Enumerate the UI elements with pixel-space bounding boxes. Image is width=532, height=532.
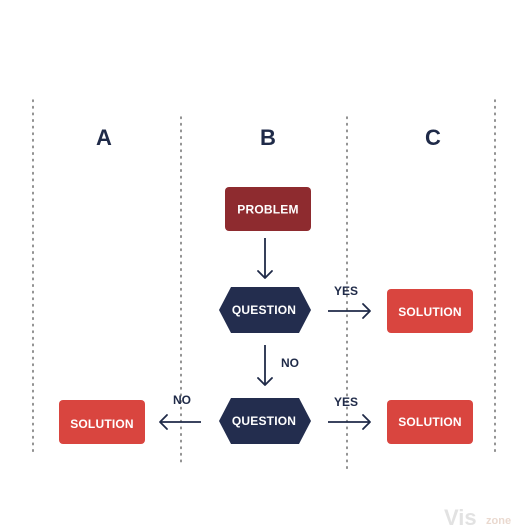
watermark-suffix: zone — [486, 515, 511, 527]
problem-node: PROBLEM — [225, 187, 311, 231]
edge-label-q2-no: NO — [173, 393, 191, 407]
question-1-label: QUESTION — [232, 303, 296, 317]
lane-title-c: C — [425, 125, 441, 150]
arrow-question-2-to-solution-a — [159, 414, 201, 430]
edge-label-q2-yes: YES — [334, 395, 358, 409]
edge-label-q1-yes: YES — [334, 284, 358, 298]
question-node-2: QUESTION — [219, 398, 311, 444]
solution-node-a: SOLUTION — [59, 400, 145, 444]
arrow-question-1-to-question-2 — [257, 345, 273, 386]
watermark-brand: Vis — [444, 505, 477, 530]
arrow-problem-to-question-1 — [257, 238, 273, 279]
solution-node-c2: SOLUTION — [387, 400, 473, 444]
problem-box — [225, 187, 311, 231]
solution-node-c1: SOLUTION — [387, 289, 473, 333]
viszone-watermark: Vis zone — [444, 505, 511, 530]
edge-label-q1-no: NO — [281, 356, 299, 370]
question-2-diamond — [219, 398, 311, 444]
question-node-1: QUESTION — [219, 287, 311, 333]
solution-c2-box — [387, 400, 473, 444]
question-2-label: QUESTION — [232, 414, 296, 428]
problem-label: PROBLEM — [237, 203, 298, 217]
solution-a-label: SOLUTION — [70, 417, 134, 431]
solution-c2-label: SOLUTION — [398, 415, 462, 429]
solution-a-box — [59, 400, 145, 444]
arrow-question-1-to-solution-c1 — [328, 303, 371, 319]
question-1-diamond — [219, 287, 311, 333]
arrow-question-2-to-solution-c2 — [328, 414, 371, 430]
solution-c1-label: SOLUTION — [398, 305, 462, 319]
lane-title-a: A — [96, 125, 112, 150]
solution-c1-box — [387, 289, 473, 333]
lane-title-b: B — [260, 125, 276, 150]
